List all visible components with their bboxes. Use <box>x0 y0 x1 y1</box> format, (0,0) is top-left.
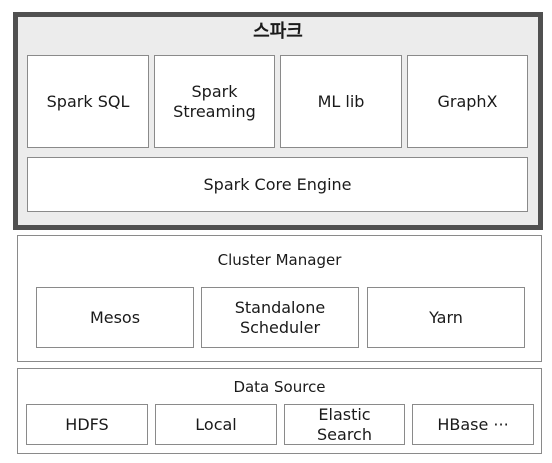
spark-title: 스파크 <box>253 21 303 42</box>
data-source-title: Data Source <box>233 378 326 396</box>
hbase-box: HBase ··· <box>412 404 534 445</box>
mesos-box: Mesos <box>36 287 194 348</box>
elastic-search-box: Elastic Search <box>284 404 405 445</box>
spark-core-engine: Spark Core Engine <box>27 157 528 212</box>
mllib-module: ML lib <box>280 55 402 148</box>
graphx-module: GraphX <box>407 55 528 148</box>
yarn-box: Yarn <box>367 287 525 348</box>
standalone-scheduler-box: Standalone Scheduler <box>201 287 359 348</box>
spark-streaming-module: Spark Streaming <box>154 55 275 148</box>
hdfs-box: HDFS <box>26 404 148 445</box>
local-box: Local <box>155 404 277 445</box>
spark-sql-module: Spark SQL <box>27 55 149 148</box>
cluster-manager-title: Cluster Manager <box>217 251 342 269</box>
